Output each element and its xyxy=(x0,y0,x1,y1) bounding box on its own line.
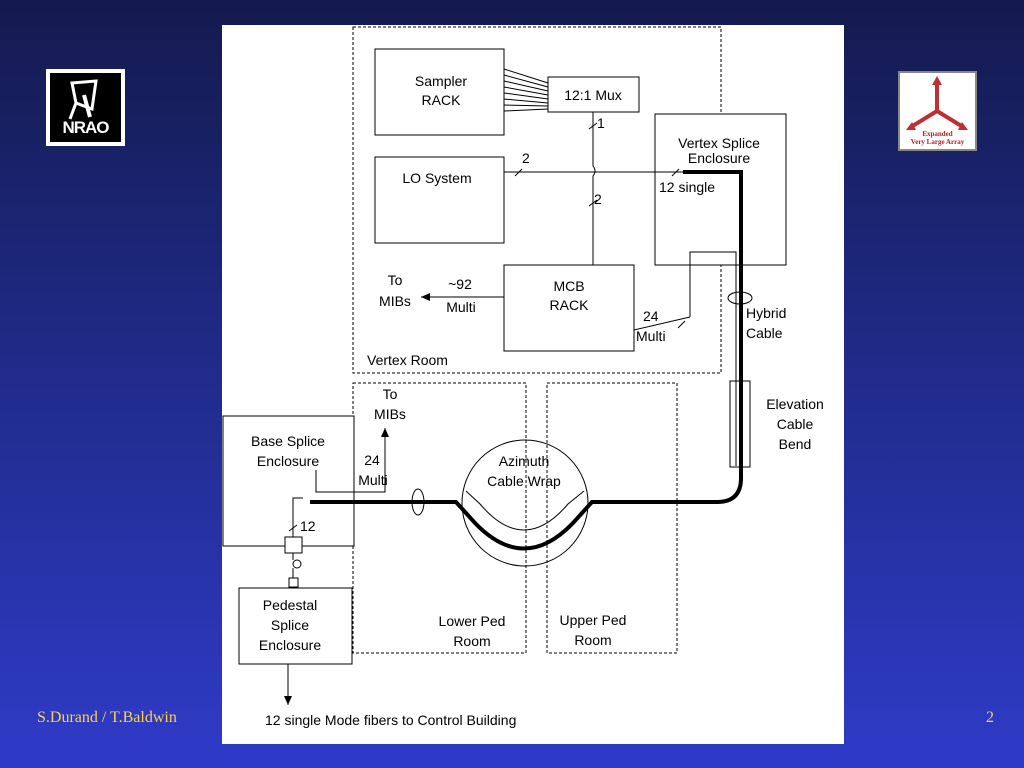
thin-connections xyxy=(292,112,737,578)
pedestal-splice-label-1: Pedestal xyxy=(263,597,317,613)
count-2a-label: 2 xyxy=(522,150,530,166)
upper-ped-room-label-1: Upper Ped xyxy=(560,612,627,628)
control-building-label: 12 single Mode fibers to Control Buildin… xyxy=(265,712,516,728)
vertex-room-label: Vertex Room xyxy=(367,352,448,368)
upper-ped-room-label-2: Room xyxy=(574,632,611,648)
count-ticks xyxy=(288,122,686,532)
sampler-mux-fibers xyxy=(503,68,549,112)
multi-c-label: Multi xyxy=(358,472,388,488)
hybrid-cable-label-2: Cable xyxy=(746,325,783,341)
to-mibs-top-label-2: MIBs xyxy=(379,293,411,309)
count-2b-label: 2 xyxy=(594,191,602,207)
mcb-rack-label-2: RACK xyxy=(550,297,590,313)
count-24b-label: 24 xyxy=(364,452,380,468)
hybrid-cable-ellipse xyxy=(727,291,753,305)
elevation-bend-box xyxy=(729,380,751,468)
cable-diagram: Sampler RACK 12:1 Mux LO System MCB RACK… xyxy=(222,26,824,728)
diagram-panel: Sampler RACK 12:1 Mux LO System MCB RACK… xyxy=(222,25,844,744)
to-mibs-lower-label-1: To xyxy=(383,386,398,402)
base-splice-box xyxy=(222,415,355,547)
lower-cable-ellipse xyxy=(411,488,425,516)
pedestal-splice-label-2: Splice xyxy=(271,617,309,633)
hybrid-cable-label-1: Hybrid xyxy=(746,305,786,321)
azimuth-wrap-label-1: Azimuth xyxy=(499,453,550,469)
evla-logo-line1: Expanded xyxy=(922,130,953,138)
count-12-label: 12 xyxy=(300,518,316,534)
evla-logo-icon: Expanded Very Large Array xyxy=(898,71,977,151)
mux-label: 12:1 Mux xyxy=(564,87,622,103)
upper-ped-room-outline xyxy=(546,382,678,654)
lo-system-box xyxy=(374,156,505,244)
base-splice-label-2: Enclosure xyxy=(257,453,319,469)
nrao-logo-icon: NRAO xyxy=(46,69,125,146)
vertex-splice-label-1: Vertex Splice xyxy=(678,135,760,151)
splice-connector xyxy=(284,536,303,554)
multi-b-label: Multi xyxy=(636,328,666,344)
evla-logo-line2: Very Large Array xyxy=(910,138,965,146)
page-number: 2 xyxy=(986,709,994,726)
pedestal-connector xyxy=(288,577,299,588)
base-splice-label-1: Base Splice xyxy=(251,433,325,449)
multi-a-label: Multi xyxy=(446,299,476,315)
count-1-label: 1 xyxy=(597,115,605,131)
to-mibs-top-label-1: To xyxy=(388,272,403,288)
lower-ped-room-label-1: Lower Ped xyxy=(439,613,506,629)
vertex-splice-box xyxy=(654,113,787,266)
pedestal-splice-label-3: Enclosure xyxy=(259,637,321,653)
connector-circle xyxy=(292,559,302,569)
y-array-icon xyxy=(906,76,968,130)
sampler-rack-box xyxy=(374,48,505,136)
sampler-rack-label-2: RACK xyxy=(422,92,462,108)
mcb-rack-label-1: MCB xyxy=(553,278,584,294)
approx-92-label: ~92 xyxy=(448,276,472,292)
azimuth-inner-arc xyxy=(465,490,585,531)
to-mibs-lower-label-2: MIBs xyxy=(374,406,406,422)
vertex-splice-label-2: Enclosure xyxy=(688,150,750,166)
nrao-logo-text: NRAO xyxy=(62,118,109,137)
azimuth-cable-wrap xyxy=(461,439,589,567)
lo-system-label: LO System xyxy=(402,170,471,186)
pedestal-splice-box xyxy=(238,587,353,665)
azimuth-wrap-label-2: Cable Wrap xyxy=(487,473,561,489)
mcb-rack-box xyxy=(503,264,635,352)
author-footer: S.Durand / T.Baldwin xyxy=(37,709,177,726)
elevation-bend-label-2: Cable xyxy=(777,416,814,432)
twelve-single-label: 12 single xyxy=(659,179,715,195)
sampler-rack-label-1: Sampler xyxy=(415,73,467,89)
dish-icon xyxy=(68,79,98,120)
elevation-bend-label-1: Elevation xyxy=(766,396,824,412)
count-24a-label: 24 xyxy=(643,308,659,324)
hybrid-cable-line xyxy=(310,170,743,551)
lower-ped-room-label-2: Room xyxy=(453,633,490,649)
elevation-bend-label-3: Bend xyxy=(779,436,812,452)
mux-box xyxy=(547,76,640,113)
